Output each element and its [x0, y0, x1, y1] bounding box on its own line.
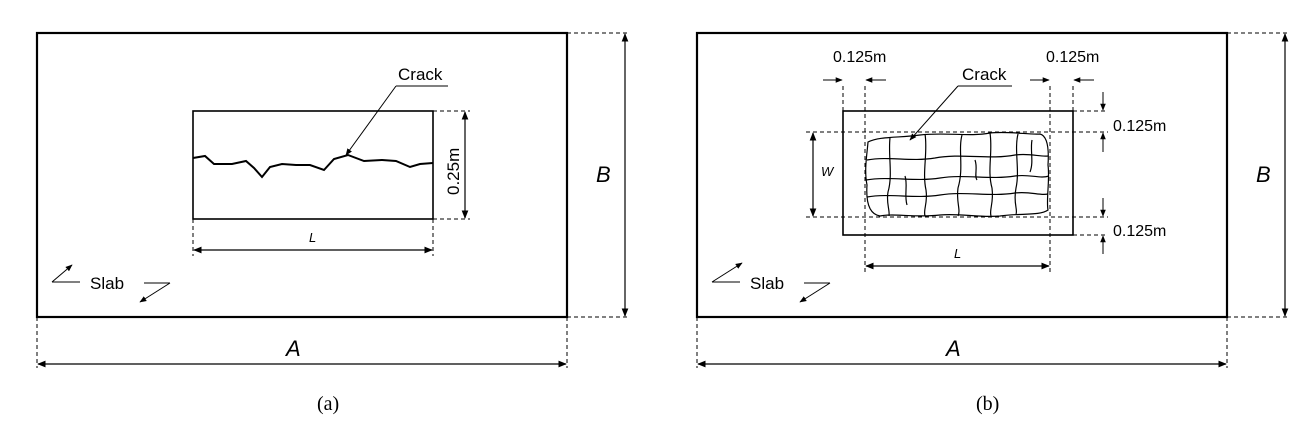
height-dim-label: 0.25m [444, 148, 463, 195]
a-dim-label: A [284, 336, 301, 361]
slab-label: Slab [750, 274, 784, 293]
panel-b: Crack 0.125m 0.125m 0.125m 0.125m W L Sl… [695, 31, 1290, 415]
a-dim-label: A [944, 336, 961, 361]
crack-label: Crack [398, 65, 443, 84]
crack-network [865, 131, 1050, 218]
crack-leader-arrow [909, 85, 959, 141]
length-dim-label: L [954, 246, 961, 261]
crack-line [192, 153, 434, 179]
slab-outline [35, 31, 569, 319]
slab-arrow-lower-head [799, 282, 831, 303]
caption-b: (b) [976, 393, 999, 415]
crack-label: Crack [962, 65, 1007, 84]
length-dim-label: L [309, 230, 316, 245]
panel-a: Crack 0.25m L Slab B A (a) [35, 31, 630, 415]
slab-arrow-lower-head [139, 282, 171, 303]
crack-width-dim-label: W [821, 164, 835, 179]
outer-region-box [842, 110, 1074, 236]
slab-outline [695, 31, 1229, 319]
offset-top-label: 0.125m [1113, 118, 1166, 135]
crack-leader-arrow [345, 85, 397, 156]
slab-arrow-upper-head [711, 262, 743, 283]
slab-arrow-upper-head [51, 264, 73, 283]
b-dim-label: B [596, 162, 611, 187]
caption-a: (a) [317, 393, 339, 415]
offset-left-label: 0.125m [833, 49, 886, 66]
crack-region-box [192, 110, 434, 220]
offset-bottom-label: 0.125m [1113, 223, 1166, 240]
offset-right-label: 0.125m [1046, 49, 1099, 66]
slab-label: Slab [90, 274, 124, 293]
b-dim-label: B [1256, 162, 1271, 187]
